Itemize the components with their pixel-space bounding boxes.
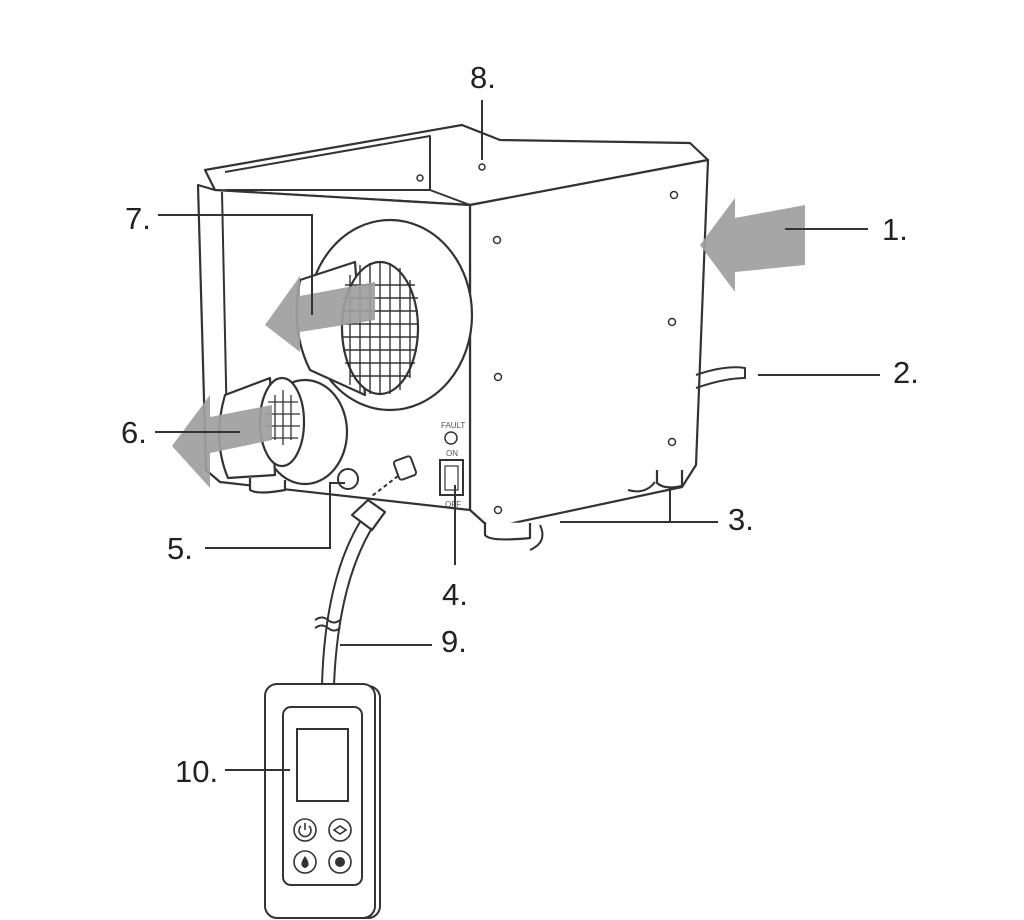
foot (483, 522, 532, 541)
foot (248, 478, 287, 494)
callout-2: 2. (893, 355, 919, 390)
leader-lines (155, 100, 880, 771)
callout-5: 5. (167, 531, 193, 566)
callout-9: 9. (441, 624, 467, 659)
dehumidifier-unit (196, 123, 746, 551)
callout-4: 4. (442, 577, 468, 612)
off-label: OFF (445, 500, 461, 509)
callout-1: 1. (882, 212, 908, 247)
remote-display (296, 728, 349, 802)
foot (655, 470, 684, 489)
callout-10: 10. (175, 754, 218, 789)
air-outlet-arrow (265, 276, 375, 352)
on-label: ON (446, 449, 458, 458)
rotate-arrow-icon (529, 524, 544, 551)
fault-label: FAULT (441, 421, 465, 430)
remote-connector (314, 455, 418, 686)
fault-indicator (444, 431, 458, 445)
remote-controller (264, 683, 381, 919)
callout-8: 8. (470, 60, 496, 95)
screws (416, 163, 679, 515)
callout-7: 7. (125, 201, 151, 236)
air-intake-arrow (700, 198, 805, 292)
callout-3: 3. (728, 502, 754, 537)
air-outlet-arrow (172, 395, 272, 488)
power-switch-panel: FAULT ON OFF (439, 421, 465, 509)
drain-hose (695, 366, 746, 389)
callout-6: 6. (121, 415, 147, 450)
rotate-arrow-icon (627, 481, 656, 493)
